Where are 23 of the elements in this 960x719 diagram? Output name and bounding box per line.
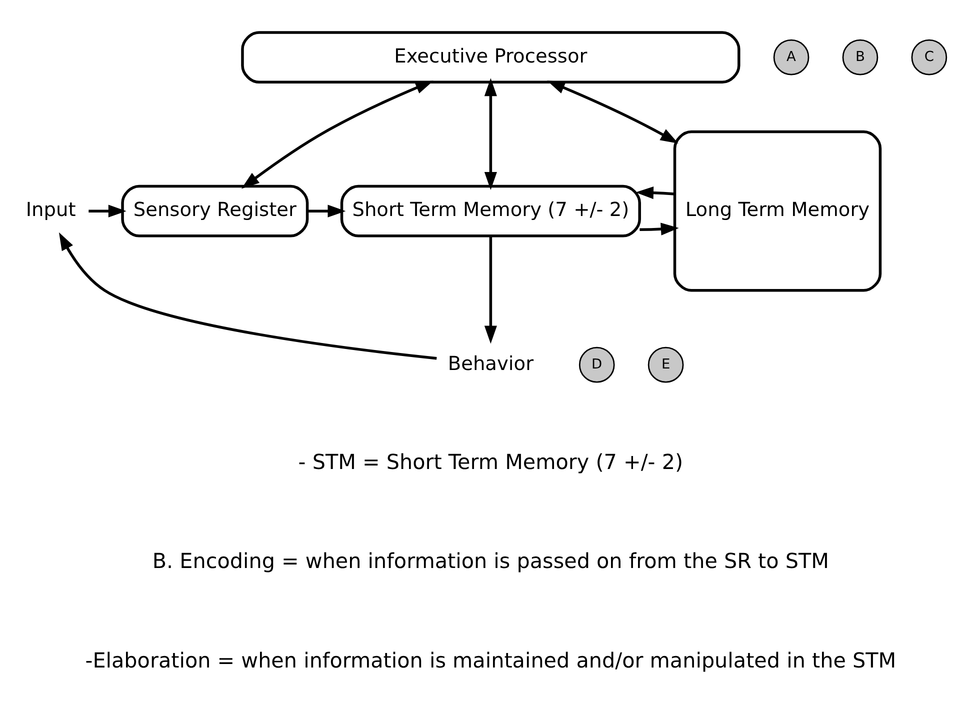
label: B. Encoding = when information is passed on from the SR to STM [152, 548, 829, 573]
arrow [58, 232, 437, 360]
arrow [640, 222, 679, 235]
arrow [484, 236, 497, 344]
arrow [484, 78, 497, 190]
arrow [241, 80, 434, 188]
node-circle: B [842, 38, 878, 75]
node-box: Long Term Memory [673, 130, 882, 292]
node-box: Sensory Register [121, 184, 309, 237]
node-text: Input [26, 198, 76, 221]
node-circle: D [578, 346, 615, 382]
arrow [308, 204, 346, 217]
node-box: Executive Processor [241, 30, 740, 84]
node-circle: A [773, 38, 810, 75]
node-box: Short Term Memory (7 +/- 2) [340, 184, 641, 237]
node-circle: E [648, 346, 684, 382]
label: - STM = Short Term Memory (7 +/- 2) [298, 449, 684, 474]
arrow [88, 204, 126, 217]
arrow [547, 80, 678, 144]
node-text: Behavior [448, 351, 534, 374]
label: -Elaboration = when information is maintained and/or manipulated in the STM [85, 648, 896, 672]
arrow [636, 186, 675, 199]
node-circle: C [911, 38, 948, 75]
